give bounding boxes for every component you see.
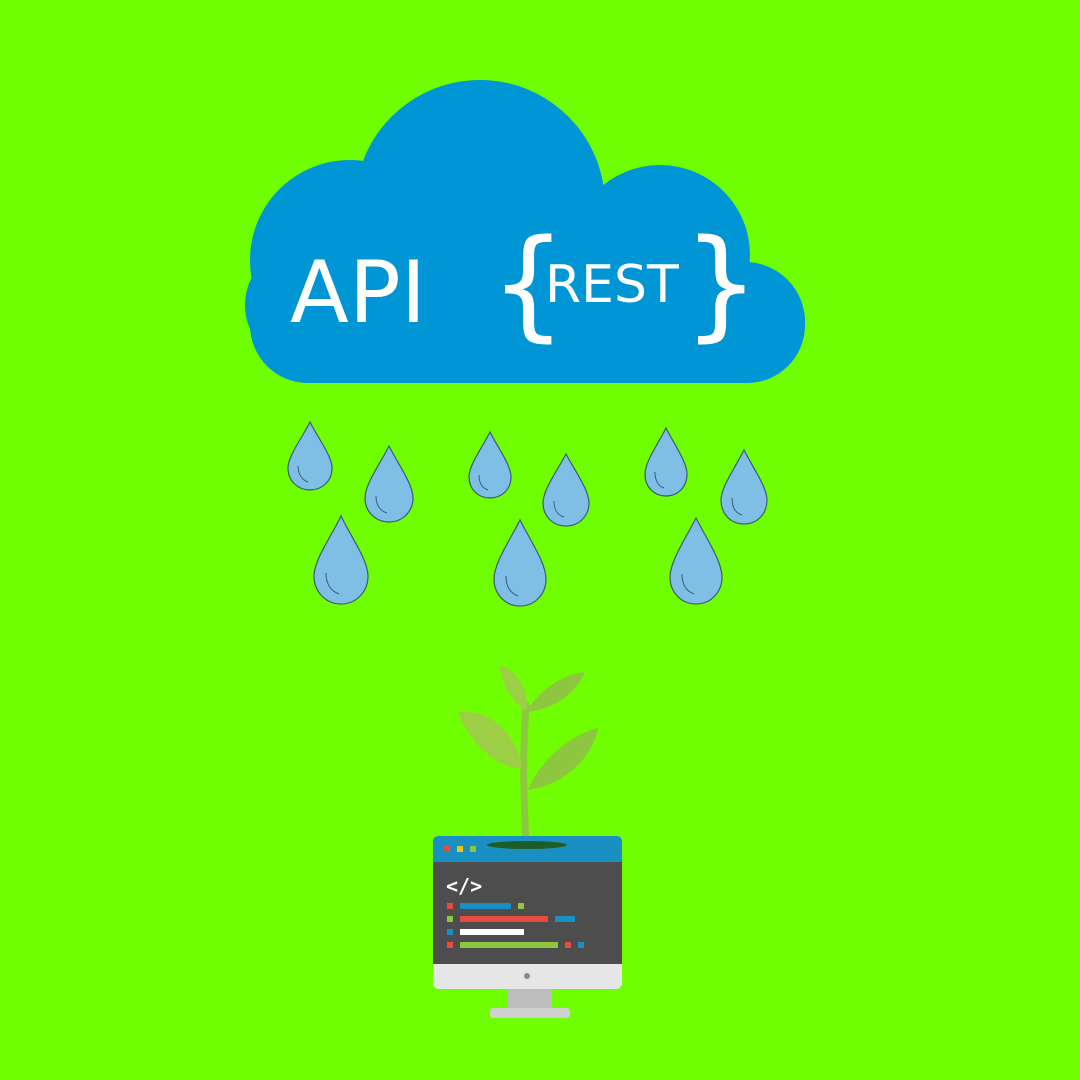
code-bullet	[447, 903, 453, 909]
cloud-rest-label: REST	[545, 255, 679, 315]
code-bullet	[447, 929, 453, 935]
monitor-icon: </>	[433, 836, 622, 1018]
code-line	[460, 942, 558, 948]
plant-icon	[458, 665, 598, 849]
window-dot-red	[444, 846, 450, 852]
code-line	[565, 942, 571, 948]
cloud-icon: API { REST }	[245, 80, 805, 383]
raindrop-icon	[669, 516, 723, 605]
raindrop-icon	[644, 426, 688, 497]
monitor-header	[433, 836, 622, 862]
raindrop-icon	[468, 430, 512, 499]
monitor-stand	[508, 988, 552, 1010]
code-bullet	[447, 916, 453, 922]
raindrop-icon	[287, 420, 333, 491]
raindrop-icon	[364, 444, 414, 523]
raindrop-icon	[313, 514, 369, 605]
raindrop-icon	[542, 452, 590, 527]
window-dot-yellow	[457, 846, 463, 852]
code-line	[518, 903, 524, 909]
cloud-brace-open: {	[490, 215, 566, 354]
monitor-base	[490, 1008, 570, 1018]
raindrop-icon	[493, 518, 547, 607]
code-line	[460, 903, 511, 909]
raindrop-icon	[720, 448, 768, 525]
code-line	[460, 929, 524, 935]
monitor-power-dot	[524, 973, 530, 979]
code-symbol-icon: </>	[446, 874, 482, 898]
cloud-brace-close: }	[683, 215, 759, 354]
raindrops	[287, 420, 768, 607]
code-line	[578, 942, 584, 948]
code-bullet	[447, 942, 453, 948]
code-line	[555, 916, 575, 922]
cloud-api-label: API	[290, 243, 426, 343]
window-dot-green	[470, 846, 476, 852]
code-line	[460, 916, 548, 922]
pot-opening	[487, 841, 567, 849]
